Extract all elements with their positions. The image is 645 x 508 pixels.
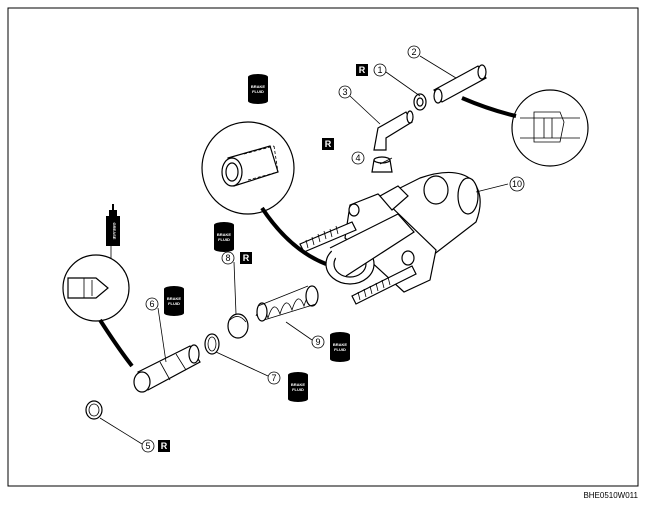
callout-10-num: 10 <box>512 179 522 189</box>
master-cylinder-body <box>299 171 481 305</box>
callout-2: 2 <box>407 45 421 59</box>
callout-4-num: 4 <box>355 153 360 163</box>
brake-fluid-label-top-1: BRAKE <box>251 84 266 89</box>
callout-7-num: 7 <box>271 373 276 383</box>
brake-fluid-label-oring-2: FLUID <box>292 387 304 392</box>
brake-fluid-label-spring-2: FLUID <box>334 347 346 352</box>
brake-fluid-label-spring-1: BRAKE <box>333 342 348 347</box>
callout-1: 1 <box>373 63 387 77</box>
callout-8: 8 <box>221 251 235 265</box>
part-6-piston <box>133 344 201 393</box>
replace-badge-4: R <box>322 138 334 150</box>
replace-badge-8: R <box>240 252 252 264</box>
callout-3-num: 3 <box>342 87 347 97</box>
callout-3: 3 <box>338 85 352 99</box>
callout-5: 5 <box>141 439 155 453</box>
part-3-joint-pipe <box>373 110 414 151</box>
detail-circle-piston <box>62 254 134 368</box>
part-9-spring <box>255 285 319 322</box>
callout-6: 6 <box>145 297 159 311</box>
callout-9: 9 <box>311 335 325 349</box>
callout-8-num: 8 <box>225 253 230 263</box>
replace-badge-1: R <box>356 64 368 76</box>
brake-fluid-can-center: BRAKE FLUID <box>214 222 234 252</box>
replace-badge-8-txt: R <box>243 253 250 263</box>
part-5-snap-ring <box>85 400 103 420</box>
callout-1-num: 1 <box>377 65 382 75</box>
brake-fluid-can-top: BRAKE FLUID <box>248 74 268 104</box>
part-4-bushing <box>371 156 393 173</box>
callout-7: 7 <box>267 371 281 385</box>
frame-border <box>7 7 639 487</box>
part-7-o-ring <box>204 333 220 355</box>
brake-fluid-label-top-2: FLUID <box>252 89 264 94</box>
brake-fluid-label-oring-1: BRAKE <box>291 382 306 387</box>
replace-badge-5: R <box>158 440 170 452</box>
leader-lines <box>99 55 509 445</box>
brake-fluid-can-oring: BRAKE FLUID <box>288 372 308 402</box>
brake-fluid-label-piston-2: FLUID <box>168 301 180 306</box>
brake-fluid-label-piston-1: BRAKE <box>167 296 182 301</box>
replace-badge-4-txt: R <box>325 139 332 149</box>
grease-tube-icon: GREASE <box>106 204 120 258</box>
callout-5-num: 5 <box>145 441 150 451</box>
detail-circle-fitting <box>461 89 589 167</box>
part-2-tube <box>433 64 487 104</box>
brake-fluid-can-spring: BRAKE FLUID <box>330 332 350 362</box>
brake-fluid-label-center-2: FLUID <box>218 237 230 242</box>
callout-4: 4 <box>351 151 365 165</box>
brake-fluid-can-piston: BRAKE FLUID <box>164 286 184 316</box>
grease-label: GREASE <box>112 223 117 240</box>
part-8-cup <box>227 313 249 339</box>
callout-2-num: 2 <box>411 47 416 57</box>
replace-badge-5-txt: R <box>161 441 168 451</box>
replace-badge-1-txt: R <box>359 65 366 75</box>
callout-10: 10 <box>509 176 525 192</box>
figure-code: BHE0510W011 <box>583 491 638 500</box>
callout-9-num: 9 <box>315 337 320 347</box>
detail-circle-bore <box>201 121 327 266</box>
part-1-clip <box>413 93 427 111</box>
callout-6-num: 6 <box>149 299 154 309</box>
brake-fluid-label-center-1: BRAKE <box>217 232 232 237</box>
